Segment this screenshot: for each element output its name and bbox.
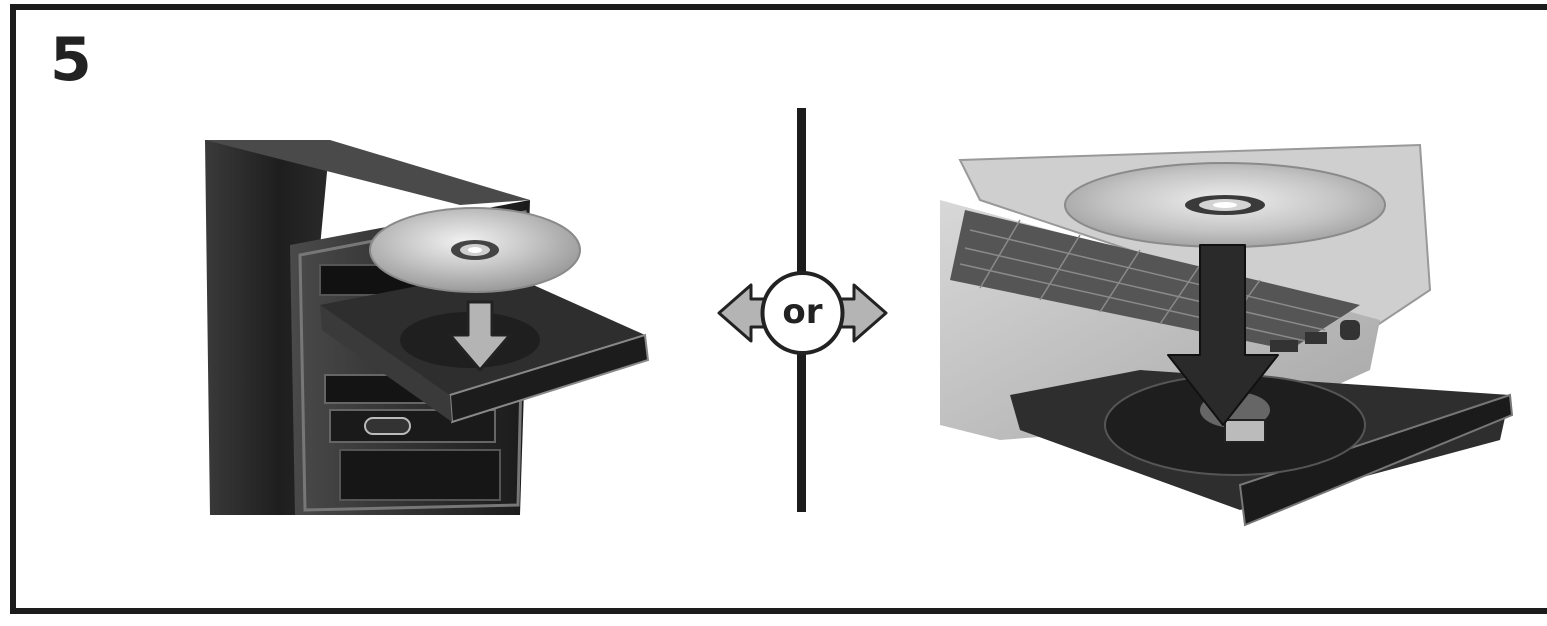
step-number: 5 bbox=[50, 30, 92, 90]
or-badge: or bbox=[715, 267, 890, 359]
laptop-optical-drive-icon bbox=[940, 140, 1540, 530]
desktop-optical-drive-icon bbox=[200, 130, 660, 520]
or-label: or bbox=[782, 292, 822, 332]
